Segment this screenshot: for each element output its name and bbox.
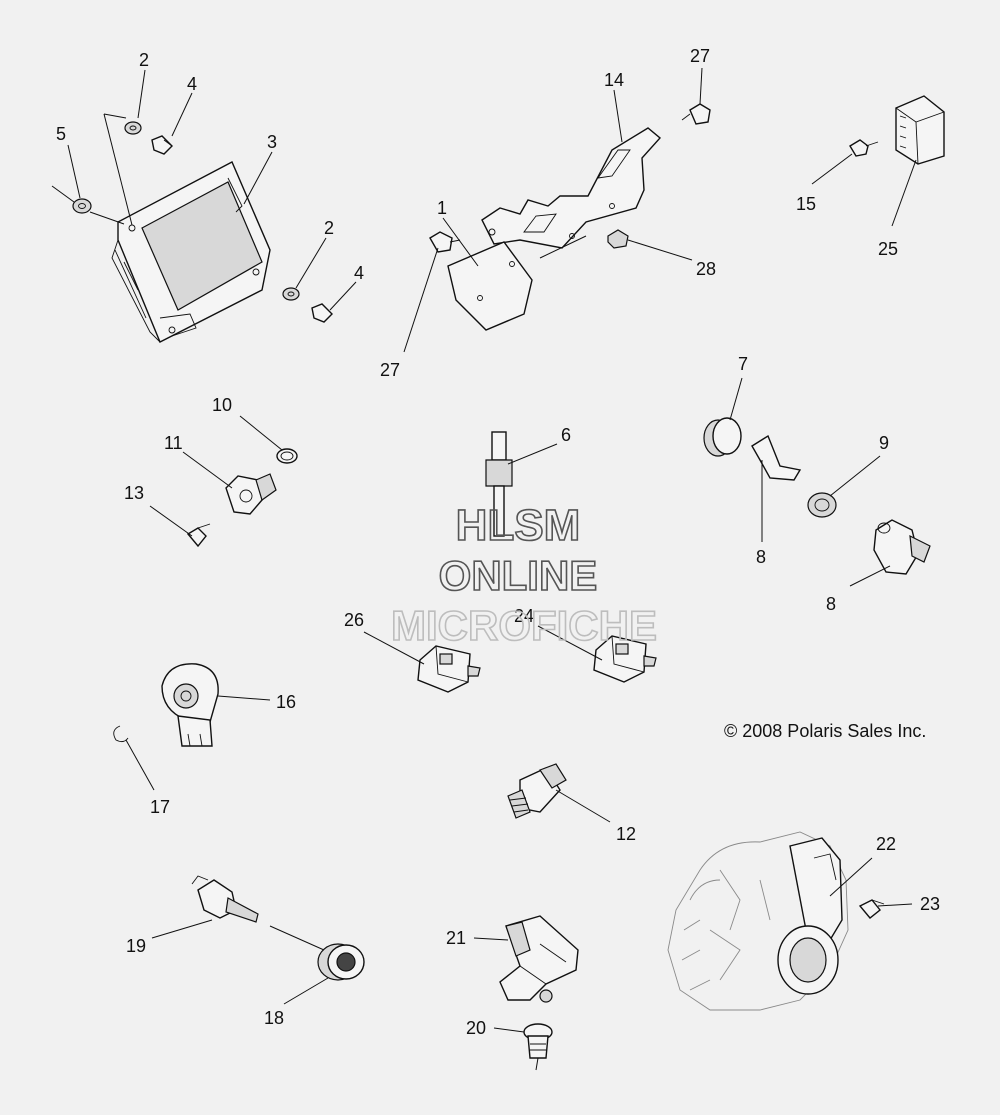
callout-9: 9: [879, 433, 889, 453]
callout-25: 25: [878, 239, 898, 259]
bolt-13: [186, 523, 211, 548]
plug-20: [523, 1023, 553, 1059]
o-ring-10: [276, 448, 298, 464]
connector-block-25: [895, 95, 945, 165]
screw-15: [849, 139, 879, 157]
copyright-notice: © 2008 Polaris Sales Inc.: [724, 721, 926, 741]
watermark-line-3: MICROFICHE: [391, 602, 657, 649]
screw-27a: [681, 103, 711, 125]
watermark-line-1: HLSM: [456, 501, 581, 550]
washer-2a: [124, 121, 142, 135]
callout-6: 6: [561, 425, 571, 445]
callout-27: 27: [380, 360, 400, 380]
callout-3: 3: [267, 132, 277, 152]
callout-13: 13: [124, 483, 144, 503]
callout-28: 28: [696, 259, 716, 279]
screw-27b: [429, 231, 461, 253]
sensor-12: [507, 763, 567, 819]
callout-20: 20: [466, 1018, 486, 1038]
callout-10: 10: [212, 395, 232, 415]
callout-11: 11: [164, 433, 183, 453]
nut-28: [607, 229, 629, 249]
callout-16: 16: [276, 692, 296, 712]
plate-8a: [751, 434, 802, 481]
callout-8: 8: [826, 594, 836, 614]
callout-19: 19: [126, 936, 146, 956]
callout-24: 24: [514, 606, 534, 626]
callout-18: 18: [264, 1008, 284, 1028]
seal-18: [317, 943, 365, 981]
control-module-1: [447, 241, 533, 331]
ecu-module: [111, 161, 271, 343]
connector-24: [593, 635, 657, 683]
nut-9: [807, 492, 837, 518]
callout-15: 15: [796, 194, 816, 214]
mounting-bracket: [481, 127, 662, 249]
callout-5: 5: [56, 124, 66, 144]
callout-1: 1: [437, 198, 447, 218]
knock-sensor-16: [161, 663, 219, 747]
callout-23: 23: [920, 894, 940, 914]
callout-2: 2: [324, 218, 334, 238]
callout-17: 17: [150, 797, 170, 817]
callout-8: 8: [756, 547, 766, 567]
screw-4b: [311, 303, 333, 323]
switch-8b: [873, 519, 931, 575]
sensor-19: [191, 875, 259, 923]
washer-2b: [282, 287, 300, 301]
callout-12: 12: [616, 824, 636, 844]
leader-lines: [51, 67, 917, 1071]
screw-4a: [151, 135, 173, 155]
watermark: HLSM ONLINE MICROFICHE: [390, 500, 658, 650]
callout-14: 14: [604, 70, 624, 90]
callout-labels: 2 4 5 3 2 4 1 14 27 27 28 15 25 10 11 13…: [56, 46, 940, 1038]
screw-23: [858, 899, 885, 919]
callout-26: 26: [344, 610, 364, 630]
callout-21: 21: [446, 928, 466, 948]
callout-4: 4: [187, 74, 197, 94]
callout-22: 22: [876, 834, 896, 854]
watermark-line-2: ONLINE: [439, 552, 598, 599]
sensor-11: [225, 473, 277, 515]
clip-17: [113, 725, 129, 743]
map-sensor-21: [499, 915, 579, 1003]
callout-27: 27: [690, 46, 710, 66]
callout-4: 4: [354, 263, 364, 283]
callout-7: 7: [738, 354, 748, 374]
throttle-body-22: [667, 831, 849, 1011]
cap-7: [703, 417, 742, 457]
connector-26: [417, 645, 481, 693]
callout-2: 2: [139, 50, 149, 70]
sensor-6: [485, 431, 513, 537]
washer-5: [72, 198, 92, 214]
